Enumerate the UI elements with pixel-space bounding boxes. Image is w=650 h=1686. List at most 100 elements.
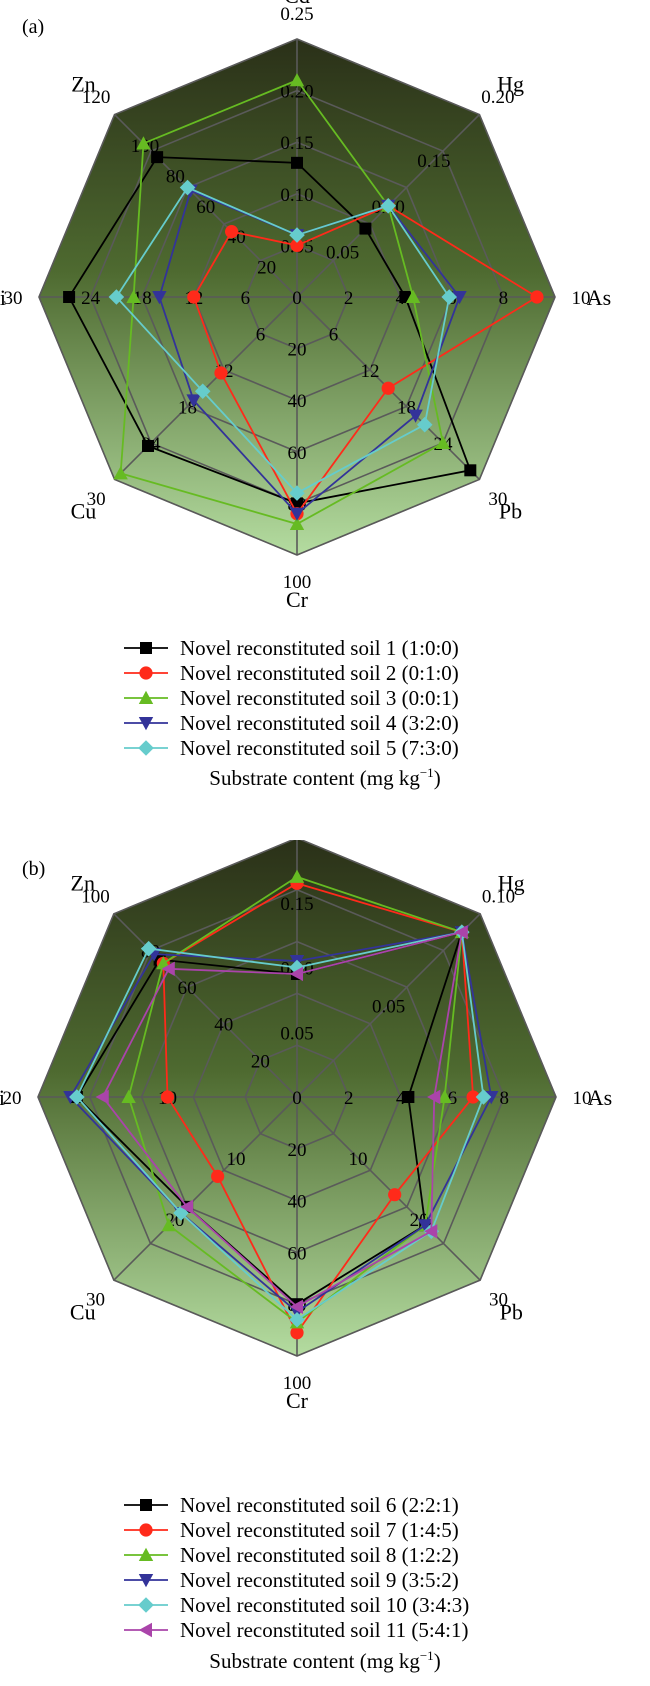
axis-name-hg: Hg [497,71,524,96]
series-point [108,289,125,305]
tick-label-zn: 60 [196,197,215,218]
axis-name-ni: Ni [0,285,6,310]
axis-name-cr: Cr [286,587,309,612]
series-point [225,225,239,239]
legend-symbol [138,1597,154,1613]
series-point [289,73,305,87]
legend-item: Novel reconstituted soil 6 (2:2:1) [0,1493,650,1518]
caption-b-text: Substrate content (mg kg [209,1649,420,1673]
legend-label: Novel reconstituted soil 4 (3:2:0) [180,711,459,735]
series-point [113,466,128,480]
series-point [121,1089,136,1103]
series-point [475,1089,492,1105]
series-point [289,227,305,243]
grid-spoke [113,913,298,1098]
axis-name-as: As [588,1085,612,1110]
series-point [289,869,305,883]
series-point [290,238,304,252]
series-point [359,222,372,235]
tick-label-ni: 18 [133,288,152,309]
legend-label: Novel reconstituted soil 1 (1:0:0) [180,636,459,660]
tick-label-zn: 120 [82,87,111,108]
legend-symbol [140,1499,152,1511]
tick-label-hg: 0.05 [372,996,405,1017]
series-point [186,394,201,408]
series-point [291,156,303,169]
series-point [380,197,397,214]
axis-names: CdHgAsPbCrCuNiZn [0,0,611,612]
radar-grid [37,840,557,1357]
tick-label-zn: 100 [81,886,110,907]
axis-name-ni: Ni [0,1085,5,1110]
tick-label-cr: 60 [288,443,307,464]
caption-a: Substrate content (mg kg−1) [0,765,650,791]
axis-name-zn: Zn [71,71,95,96]
tick-label-ni: 6 [241,288,251,309]
legend-item: Novel reconstituted soil 1 (1:0:0) [0,636,650,661]
tick-label-cu: 30 [87,489,106,510]
grid-spoke [296,1096,481,1281]
tick-label-as: 4 [396,1088,406,1109]
tick-labels: 00.050.100.150.200.250.050.100.150.20246… [4,4,591,593]
panel-label-a: (a) [22,16,45,38]
tick-label-hg: 0.20 [481,87,514,108]
series-point [452,291,467,305]
series-point [95,1089,109,1105]
tick-label-cr: 40 [288,391,307,412]
series-point [136,136,151,150]
legend-marker [124,1547,168,1561]
series-point [173,1205,189,1221]
tick-label-cr: 20 [288,1140,307,1161]
series-1 [63,151,477,510]
legend-item: Novel reconstituted soil 4 (3:2:0) [0,711,650,736]
legend-item: Novel reconstituted soil 9 (3:5:2) [0,1568,650,1593]
axis-name-pb: Pb [500,1299,523,1324]
legend-symbol [139,666,153,680]
legend-label: Novel reconstituted soil 9 (3:5:2) [180,1568,459,1592]
legend-a: Novel reconstituted soil 1 (1:0:0) Novel … [0,636,650,761]
series-point [161,961,175,977]
legend-label: Novel reconstituted soil 11 (5:4:1) [180,1618,469,1642]
tick-label-cd: 0.15 [280,894,313,915]
axis-name-as: As [587,285,611,310]
legend-item: Novel reconstituted soil 11 (5:4:1) [0,1618,650,1643]
series-point [408,409,423,423]
legend-symbol [138,690,154,704]
tick-label-cd: 0.05 [280,1023,313,1044]
series-point [140,940,157,957]
legend-label: Novel reconstituted soil 8 (1:2:2) [180,1543,459,1567]
series-point [402,1091,415,1103]
axis-name-hg: Hg [498,871,525,896]
tick-label-as: 2 [344,288,354,309]
series-point [151,151,164,164]
legend-symbol [138,1574,154,1588]
tick-label-zn: 20 [251,1051,270,1072]
series-point [416,416,433,433]
legend-symbol [138,1547,154,1561]
series-point [290,1326,304,1340]
legend-item: Novel reconstituted soil 5 (7:3:0) [0,736,650,761]
tick-label-as: 8 [499,1088,509,1109]
caption-b: Substrate content (mg kg−1) [0,1648,650,1674]
series-point [179,1199,194,1215]
series-point [454,924,468,940]
series-point [437,1089,452,1103]
series-point [126,289,141,303]
tick-label-cu: 6 [256,324,266,345]
radar-chart-b: 00.050.100.150.200.050.10246810102030204… [0,840,612,1413]
legend-marker [124,740,168,756]
tick-label-ni: 30 [4,288,23,309]
tick-label-hg: 0.15 [417,151,450,172]
series-point [289,485,305,501]
legend-symbol [140,642,152,654]
legend-label: Novel reconstituted soil 6 (2:2:1) [180,1493,459,1517]
tick-label-hg: 0.10 [482,886,515,907]
legend-symbol [138,717,154,731]
series-point [187,290,201,304]
tick-label-pb: 12 [360,361,379,382]
legend-label: Novel reconstituted soil 5 (7:3:0) [180,736,459,760]
series-point [424,1224,438,1239]
series-point [289,1311,305,1328]
tick-label-as: 6 [448,1088,458,1109]
